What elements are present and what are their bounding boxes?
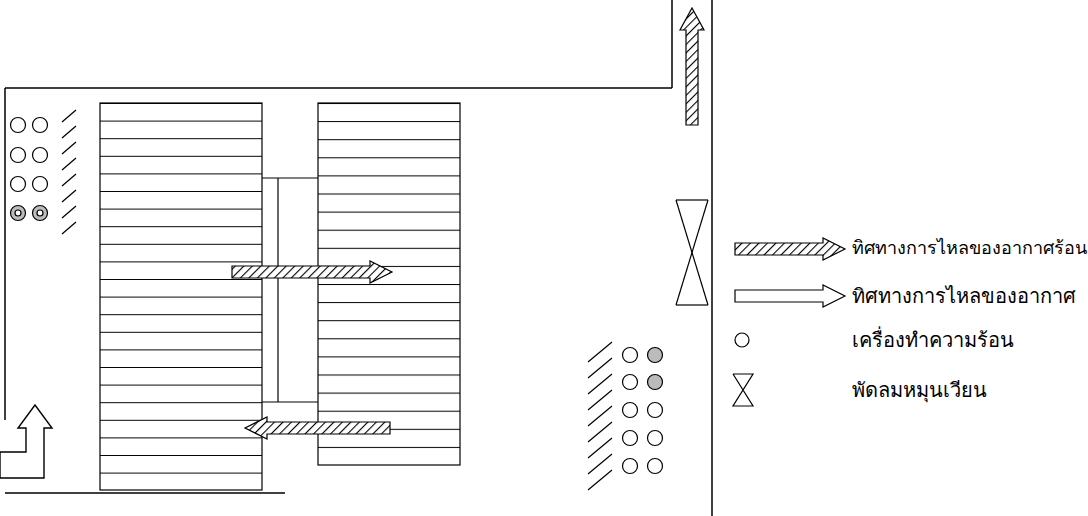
circulation-fan (676, 200, 708, 305)
legend-sample-fan (733, 374, 753, 406)
heaters-left (11, 118, 48, 221)
tray-stacks (100, 103, 460, 490)
legend-fan (733, 374, 753, 406)
legend-label: ทิศทางการไหลของอากาศ (852, 284, 1076, 308)
legend-label: พัดลมหมุนเวียน (852, 378, 987, 402)
legend-heater (735, 333, 749, 347)
hot-air-arrows (232, 8, 704, 439)
legend-sample-air (735, 285, 845, 307)
legend-label: ทิศทางการไหลของอากาศร้อน (852, 238, 1087, 260)
chamber-walls (5, 0, 712, 516)
legend-label: เครื่องทำความร้อน (852, 328, 1014, 352)
legend-sample-heater (735, 333, 749, 347)
legend-arrow (735, 285, 845, 307)
air-inlet-arrow (0, 405, 52, 478)
legend-arrow (735, 238, 845, 260)
legend-sample-hot (735, 238, 845, 260)
baffles (62, 110, 612, 490)
heaters-right (623, 348, 663, 474)
